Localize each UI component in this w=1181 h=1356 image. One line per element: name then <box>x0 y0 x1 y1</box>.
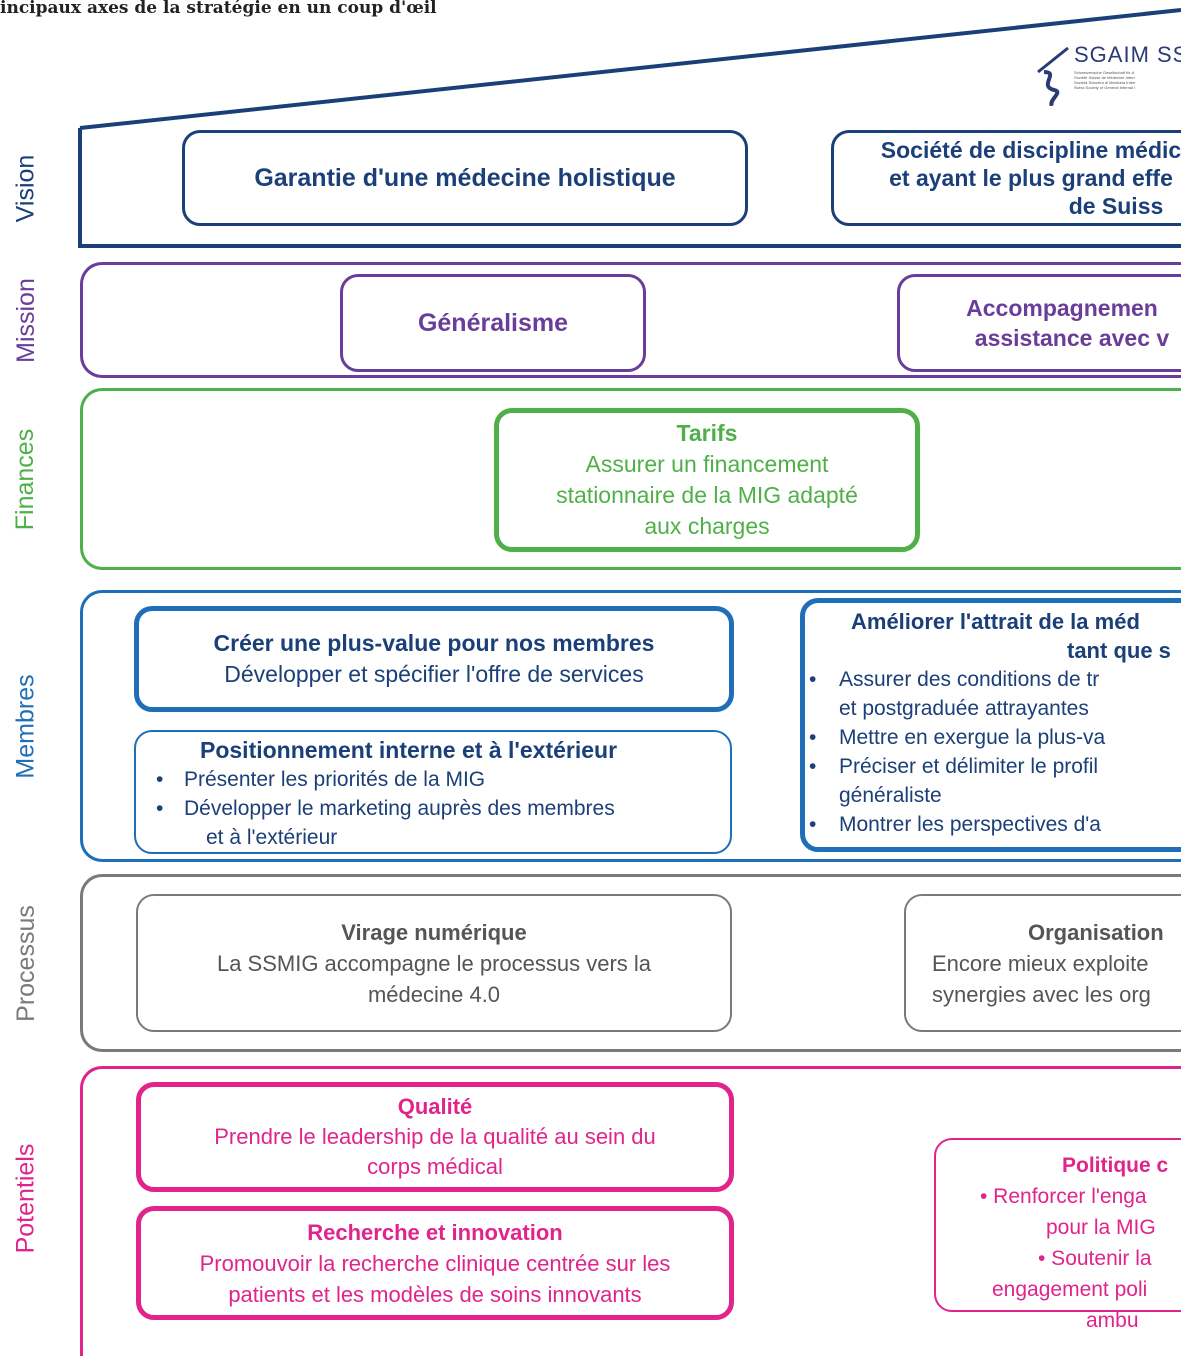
membres-box-attrait: Améliorer l'attrait de la méd tant que s… <box>800 598 1181 852</box>
vision-box-holistic: Garantie d'une médecine holistique <box>182 130 748 226</box>
row-label-potentiels: Potentiels <box>11 1143 40 1254</box>
potentiels-box-qualite: Qualité Prendre le leadership de la qual… <box>136 1082 734 1192</box>
row-label-processus: Processus <box>11 904 40 1022</box>
logo-name: SGAIM SS <box>1074 42 1181 67</box>
attrait-bullet: Préciser et délimiter le profil <box>805 752 1098 781</box>
mission-band <box>80 262 1181 378</box>
page-title: incipaux axes de la stratégie en un coup… <box>0 0 437 18</box>
mission-box-accompaniment: Accompagnemen assistance avec v <box>897 274 1181 372</box>
finances-box-tarifs: Tarifs Assurer un financement stationnai… <box>494 408 920 552</box>
membres-bullet: Présenter les priorités de la MIG <box>136 765 485 794</box>
mission-box-generalism: Généralisme <box>340 274 646 372</box>
row-label-membres: Membres <box>11 673 40 779</box>
attrait-bullet: Montrer les perspectives d'a <box>805 810 1101 839</box>
potentiels-box-politique: Politique c • Renforcer l'enga pour la M… <box>934 1138 1181 1332</box>
attrait-bullet: Assurer des conditions de tr <box>805 665 1099 694</box>
sgaim-logo: SGAIM SS Schweizerische Gesellschaft für… <box>1034 42 1181 112</box>
membres-box-plus-value: Créer une plus-value pour nos membres Dé… <box>134 606 734 712</box>
membres-bullet: Développer le marketing auprès des membr… <box>136 794 615 823</box>
processus-box-numerique: Virage numérique La SSMIG accompagne le … <box>136 894 732 1032</box>
membres-band <box>80 590 1181 862</box>
vision-box-society: Société de discipline médic et ayant le … <box>831 130 1181 226</box>
finances-band <box>80 388 1181 570</box>
potentiels-band <box>80 1066 1181 1356</box>
row-label-finances: Finances <box>11 428 40 530</box>
membres-box-positionnement: Positionnement interne et à l'extérieur … <box>134 730 732 854</box>
potentiels-box-recherche: Recherche et innovation Promouvoir la re… <box>136 1206 734 1320</box>
processus-box-organisation: Organisation Encore mieux exploite syner… <box>904 894 1181 1032</box>
attrait-bullet: Mettre en exergue la plus-va <box>805 723 1105 752</box>
row-label-vision: Vision <box>11 154 40 222</box>
caduceus-icon <box>1037 46 1069 106</box>
logo-subtitle: Schweizerische Gesellschaft für A Sociét… <box>1074 70 1136 90</box>
roof-outline <box>78 8 1181 248</box>
processus-band <box>80 874 1181 1052</box>
row-label-mission: Mission <box>11 277 40 363</box>
